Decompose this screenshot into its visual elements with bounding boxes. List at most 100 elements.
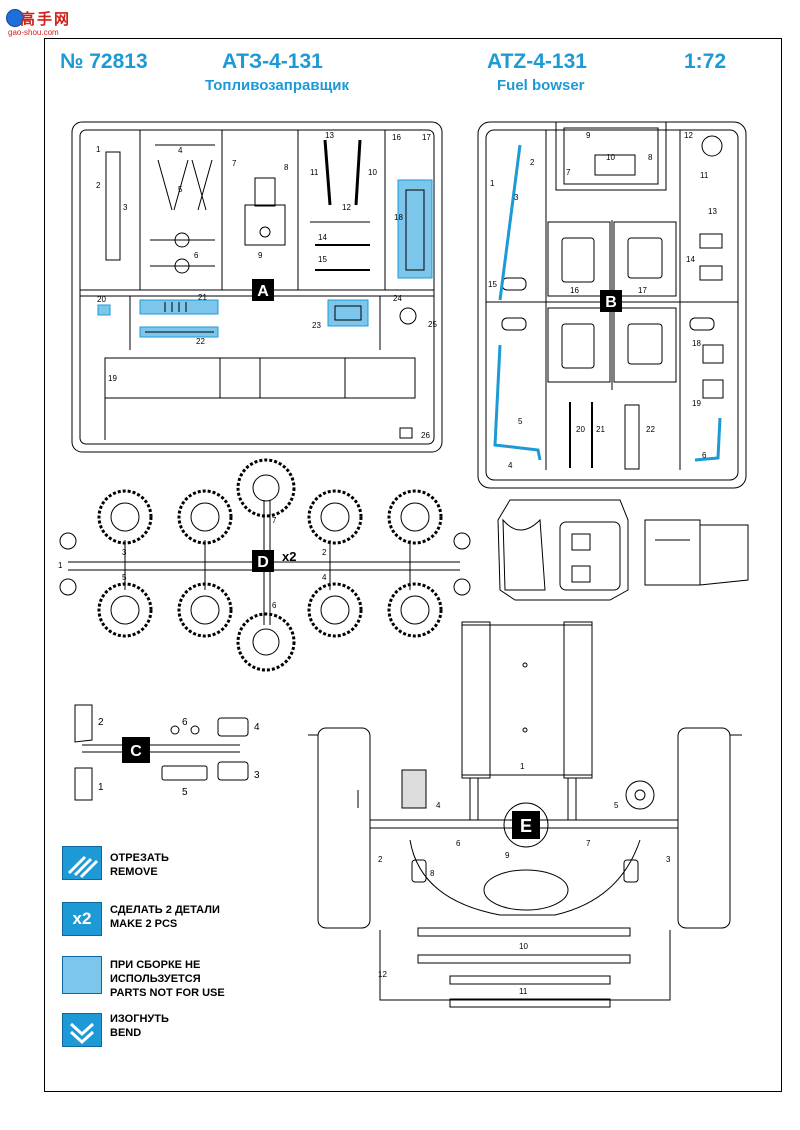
part-label: 10 — [606, 153, 615, 162]
part-e8 — [411, 859, 427, 883]
tire-rim — [110, 595, 140, 625]
part-label: 24 — [393, 294, 402, 303]
part-label: 25 — [428, 320, 437, 329]
part-label: 12 — [684, 131, 693, 140]
sprue-d-multiplier: x2 — [282, 549, 296, 564]
globe-icon — [6, 9, 24, 27]
part-c4 — [217, 717, 249, 737]
part-label: 5 — [122, 573, 127, 582]
sprue-a — [71, 121, 443, 453]
part-label: 18 — [692, 339, 701, 348]
part-e11b — [449, 998, 611, 1008]
part-label: 9 — [586, 131, 591, 140]
cab-fender — [502, 518, 546, 591]
part-c6 — [190, 725, 200, 735]
tire — [307, 489, 363, 545]
part-a9-hole — [259, 226, 271, 238]
part-label: 12 — [342, 203, 351, 212]
part-b6 — [694, 417, 722, 462]
tire-rim — [190, 502, 220, 532]
spare-tire-rim — [252, 474, 280, 502]
sprue-a-detail — [145, 189, 425, 333]
part-e2 — [317, 727, 371, 929]
part-label: 11 — [700, 171, 709, 180]
part-e9 — [483, 869, 569, 911]
watermark-main: 高手网 — [20, 10, 72, 28]
sprue-c-labels: 1 2 3 4 5 6 — [98, 717, 260, 798]
part-label: 2 — [96, 181, 101, 190]
watermark-logo: 高手网 gao-shou.com — [6, 6, 76, 40]
part-label: 22 — [196, 337, 205, 346]
part-b17b-window — [627, 323, 663, 365]
x2-icon: x2 — [62, 902, 102, 936]
legend-bend-text: ИЗОГНУТЬ BEND — [110, 1013, 169, 1039]
tire — [177, 489, 233, 545]
legend-not-used-text: ПРИ СБОРКЕ НЕ ИСПОЛЬЗУЕТСЯ PARTS NOT FOR… — [110, 959, 225, 999]
part-label: 4 — [178, 146, 183, 155]
part-label: 20 — [97, 295, 106, 304]
part-label: 1 — [58, 561, 63, 570]
sprue-e-labels: 1 2 3 4 5 6 7 8 9 10 11 12 — [378, 762, 671, 996]
part-label: 7 — [272, 516, 277, 525]
part-b19 — [702, 379, 724, 399]
part-b-top-frame — [555, 121, 667, 191]
part-label: 15 — [318, 255, 327, 264]
legend-cut-text: ОТРЕЗАТЬ REMOVE — [110, 852, 169, 878]
part-label: 15 — [488, 280, 497, 289]
part-label: 7 — [232, 159, 237, 168]
sprue-e-runner — [469, 778, 577, 820]
part-b16b-window — [561, 323, 595, 369]
part-label: 12 — [378, 970, 387, 979]
part-label: 1 — [96, 145, 101, 154]
part-a23-not-used — [327, 299, 369, 327]
sprue-e — [308, 621, 742, 1008]
part-a18 — [405, 189, 425, 271]
sprue-a-labels: 1 2 3 4 5 6 7 8 9 10 11 12 13 14 15 16 1… — [96, 131, 437, 440]
part-label: 6 — [272, 601, 277, 610]
part-a24 — [399, 307, 417, 325]
part-e1-right — [563, 621, 593, 779]
hub — [59, 578, 77, 596]
subtitle-ru: Топливозаправщик — [205, 77, 349, 94]
part-label: 17 — [422, 133, 431, 142]
part-e10b — [417, 954, 631, 964]
part-b17-window — [627, 237, 663, 279]
subtitle-en: Fuel bowser — [497, 77, 585, 94]
part-a23 — [334, 305, 362, 321]
part-b15 — [501, 277, 527, 291]
part-label: 8 — [284, 163, 289, 172]
part-a9 — [244, 204, 286, 246]
sprue-e-badge-ring — [503, 802, 549, 848]
part-b17b — [613, 307, 677, 383]
part-label: 16 — [392, 133, 401, 142]
part-label: 13 — [708, 207, 717, 216]
part-c6 — [170, 725, 180, 735]
spare-tire — [236, 612, 296, 672]
part-a21 — [164, 302, 187, 312]
part-a10-11 — [323, 139, 362, 206]
title-ru: АТЗ-4-131 — [222, 50, 323, 73]
scale: 1:72 — [684, 50, 727, 73]
part-c2 — [74, 704, 93, 743]
part-b14b — [699, 265, 723, 281]
sprue-d-letter-box — [252, 550, 274, 572]
part-label: 3 — [514, 193, 519, 202]
cab-rear-strut — [699, 524, 749, 586]
tire-rim — [110, 502, 140, 532]
part-label: 18 — [394, 213, 403, 222]
part-b4 — [493, 344, 542, 461]
part-label: 5 — [614, 801, 619, 810]
part-label: 11 — [310, 168, 319, 177]
sprue-c-letter: C — [130, 743, 142, 760]
part-label: 14 — [686, 255, 695, 264]
part-c1 — [74, 767, 93, 801]
part-a20-not-used — [97, 304, 111, 316]
cab-vent — [571, 533, 591, 551]
legend-x2-text: СДЕЛАТЬ 2 ДЕТАЛИ MAKE 2 PCS — [110, 904, 220, 930]
part-label: 1 — [98, 782, 104, 793]
cut-icon — [62, 846, 102, 880]
part-label: 2 — [98, 717, 104, 728]
part-label: 21 — [198, 293, 207, 302]
sprue-c-letter-box — [122, 737, 150, 763]
not-used-icon — [62, 956, 102, 994]
